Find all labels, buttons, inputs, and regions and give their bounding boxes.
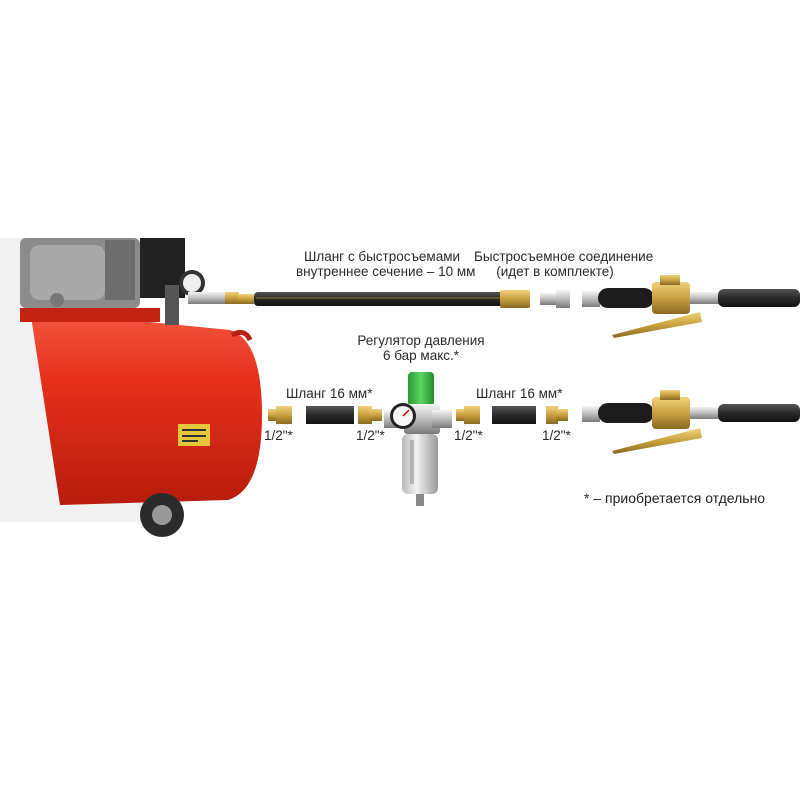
label-size-4: 1/2"*: [542, 428, 571, 443]
label-quick-hose-line2: внутреннее сечение – 10 мм: [296, 264, 468, 279]
label-coupling-line2: (идет в комплекте): [474, 264, 636, 279]
regulator-knob: [408, 372, 434, 406]
label-coupling-line1: Быстросъемное соединение: [474, 249, 636, 264]
label-regulator-line2: 6 бар макс.*: [356, 348, 486, 363]
quick-coupler-female: [500, 290, 530, 308]
label-quick-hose: Шланг с быстросъемами внутреннее сечение…: [296, 249, 468, 279]
label-hose-right: Шланг 16 мм*: [476, 386, 562, 401]
hose-16mm-left: [306, 406, 354, 424]
label-size-3: 1/2"*: [454, 428, 483, 443]
label-quick-hose-line1: Шланг с быстросъемами: [296, 249, 468, 264]
blow-gun-extension: [718, 289, 800, 307]
bottom-line-right: [456, 406, 568, 424]
fitting-2: [358, 406, 372, 424]
label-regulator: Регулятор давления 6 бар макс.*: [356, 333, 486, 363]
bottom-line-left: [268, 406, 382, 424]
quick-release-hose: [238, 290, 530, 308]
regulator-bowl: [402, 434, 438, 494]
label-coupling: Быстросъемное соединение (идет в комплек…: [474, 249, 636, 279]
blow-gun-valve-body: [652, 282, 690, 314]
label-regulator-line1: Регулятор давления: [356, 333, 486, 348]
footnote: * – приобретается отдельно: [584, 490, 765, 506]
hose-16mm-right: [492, 406, 536, 424]
blow-gun-handle: [598, 288, 654, 308]
label-size-1: 1/2"*: [264, 428, 293, 443]
label-size-2: 1/2"*: [356, 428, 385, 443]
compressor-tank: [30, 310, 262, 505]
label-hose-left: Шланг 16 мм*: [286, 386, 372, 401]
